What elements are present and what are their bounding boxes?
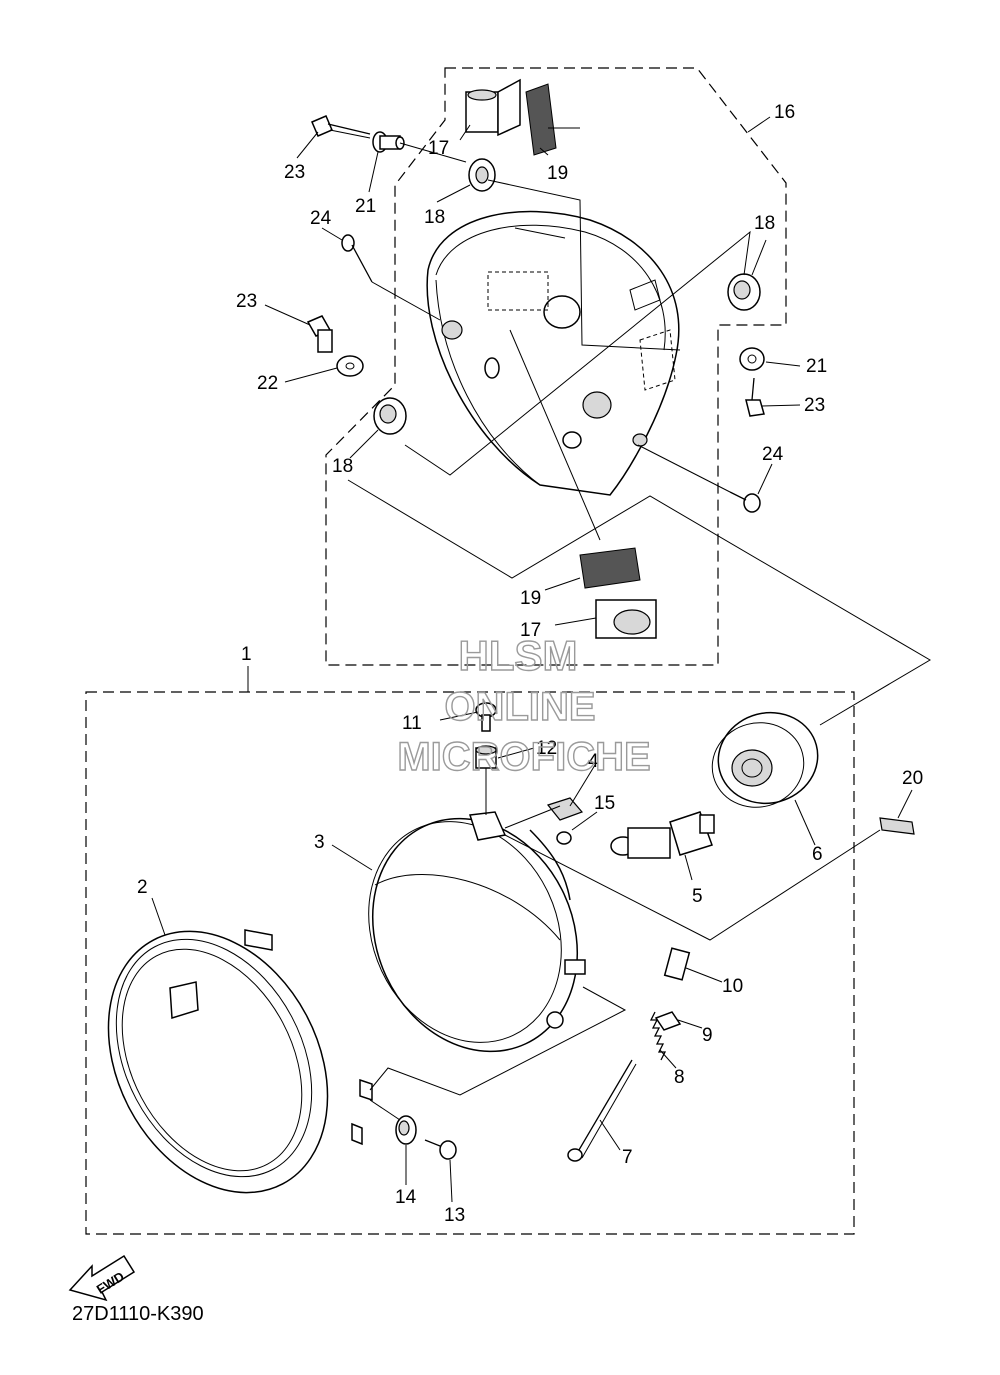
- upper-connector-line-c: [487, 179, 681, 351]
- callout-21-top: 21: [355, 196, 376, 217]
- watermark: HLSM ONLINE MICROFICHE: [397, 631, 652, 779]
- callout-8: 8: [674, 1067, 685, 1088]
- callout-23-right: 23: [804, 395, 825, 416]
- callout-16: 16: [774, 102, 795, 123]
- callout-23-top: 23: [284, 162, 305, 183]
- headlight-rim: [107, 929, 373, 1194]
- clip-4: [546, 797, 584, 821]
- callout-7: 7: [622, 1147, 633, 1168]
- callout-24-left: 24: [310, 208, 332, 229]
- callout-6: 6: [812, 844, 823, 865]
- callout-4: 4: [588, 751, 599, 772]
- watermark-line-1: HLSM: [459, 632, 578, 679]
- pad-19-bottom: [579, 547, 641, 589]
- washer-22: [336, 355, 364, 377]
- callout-labels: 1 2 3 4 5 6 7 8 9 10 11 12 13 14 15 16 1…: [137, 102, 923, 1226]
- callout-22: 22: [257, 373, 278, 394]
- bracket-17-top: [465, 78, 521, 137]
- callout-20: 20: [902, 768, 923, 789]
- callout-18-left: 18: [332, 456, 353, 477]
- headlight-housing: [426, 210, 680, 496]
- lower-connector-line-b: [504, 829, 881, 941]
- bracket-17-bottom: [595, 599, 657, 639]
- callout-21-right: 21: [806, 356, 827, 377]
- grommet-18-left: [373, 397, 407, 435]
- callout-11: 11: [402, 713, 422, 734]
- collar-14: [395, 1115, 417, 1145]
- callout-13: 13: [444, 1205, 465, 1226]
- callout-leaders: [151, 116, 913, 1203]
- callout-15: 15: [594, 793, 615, 814]
- bolt-23-right: [745, 377, 765, 417]
- callout-19-top: 19: [547, 163, 568, 184]
- callout-17-top: 17: [428, 138, 449, 159]
- callout-19-bottom: 19: [520, 588, 541, 609]
- sleeve-10: [663, 947, 691, 981]
- callout-12: 12: [536, 738, 557, 759]
- screw-24-right: [729, 491, 761, 513]
- tab-20: [879, 817, 915, 835]
- callout-2: 2: [137, 877, 148, 898]
- screw-13: [424, 1139, 457, 1160]
- watermark-line-3: MICROFICHE: [397, 735, 650, 779]
- collar-21-right: [739, 347, 765, 371]
- headlight-unit: [368, 811, 586, 1053]
- grommet-18-right: [727, 273, 761, 311]
- watermark-line-2: ONLINE: [444, 685, 595, 729]
- callout-1: 1: [241, 644, 252, 665]
- callout-9: 9: [702, 1025, 713, 1046]
- fwd-arrow-icon: FWD: [68, 1254, 136, 1302]
- part-code-label: 27D1110-K390: [72, 1303, 204, 1325]
- bolt-23-left: [306, 315, 333, 353]
- pad-19-top: [525, 83, 557, 156]
- screw-24-left: [341, 234, 373, 283]
- screw-7: [567, 1059, 637, 1162]
- upper-assembly-boundary: [325, 67, 787, 666]
- grommet-18-top: [468, 158, 496, 192]
- upper-connector-line-a: [347, 479, 931, 726]
- callout-18-top: 18: [424, 207, 445, 228]
- nut-9: [654, 1011, 682, 1031]
- callout-23-left: 23: [236, 291, 257, 312]
- callout-18-right: 18: [754, 213, 775, 234]
- callout-17-bottom: 17: [520, 620, 541, 641]
- bulb-5: [610, 811, 715, 859]
- callout-3: 3: [314, 832, 325, 853]
- collar-21-top: [372, 131, 405, 153]
- upper-connector-line-b: [404, 230, 751, 476]
- callout-5: 5: [692, 886, 703, 907]
- screw-11: [475, 702, 497, 732]
- nut-15: [556, 831, 572, 845]
- callout-10: 10: [722, 976, 743, 997]
- callout-24-right: 24: [762, 444, 784, 465]
- spring-8: [649, 1011, 667, 1061]
- callout-14: 14: [395, 1187, 417, 1208]
- socket-cover-6: [711, 711, 819, 808]
- bolt-23-top: [311, 115, 371, 139]
- lower-assembly-boundary: [85, 691, 855, 1235]
- lower-connector-line-a: [369, 986, 627, 1096]
